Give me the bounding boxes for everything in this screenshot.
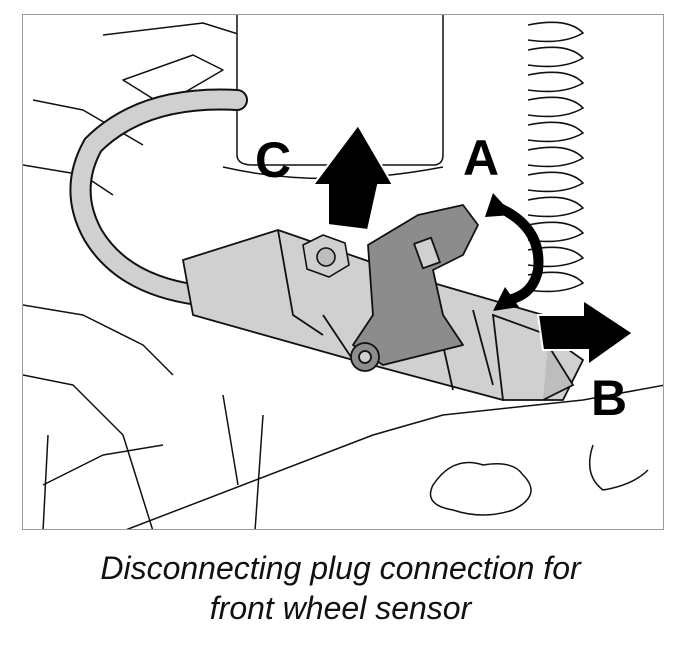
caption-line-1: Disconnecting plug connection for [100,550,581,586]
sensor-plug-illustration [23,15,663,529]
arrow-a-rotation [485,193,544,311]
wheel-sensor-tip [491,313,585,401]
coil-spring [527,21,585,293]
caption-line-2: front wheel sensor [209,590,472,626]
callout-b: B [591,370,628,426]
sensor-cable-fill [71,90,246,304]
callout-a: A [463,130,500,186]
callout-c: C [255,132,292,188]
illustration-frame: C A B [22,14,664,530]
arrow-c [311,123,395,232]
hex-bolt [302,234,350,278]
figure-caption: Disconnecting plug connection for front … [0,548,681,628]
ground-blobs [429,444,649,516]
background-chassis-lines [23,22,663,529]
arrow-b [536,298,635,367]
locking-clip [350,204,479,372]
